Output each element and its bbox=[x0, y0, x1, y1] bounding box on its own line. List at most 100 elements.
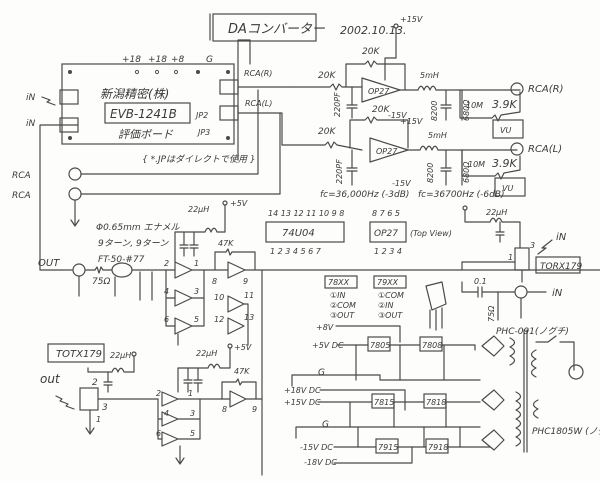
r-vminus: -15V bbox=[388, 111, 407, 120]
r-input-r: 20K bbox=[318, 71, 336, 81]
fc-note-l: fc=36700Hz (-6dB) bbox=[418, 190, 505, 200]
regulator-pinouts: 78XX ①IN ②COM ③OUT 79XX ①COM ②IN ③OUT bbox=[324, 275, 447, 331]
totx-pin-4: 4 bbox=[164, 409, 169, 418]
supply-18b: +18 bbox=[148, 55, 167, 65]
l-vu-r: 3.9K bbox=[492, 157, 517, 170]
ic-74u04-name: 74U04 bbox=[282, 228, 315, 239]
totx-name: TOTX179 bbox=[56, 349, 102, 360]
evb-model: EVB-1241B bbox=[110, 107, 177, 121]
r-vplus: +15V bbox=[400, 15, 423, 24]
coax-r: 75Ω bbox=[487, 305, 496, 322]
reg-7808-label: 7808 bbox=[422, 341, 442, 350]
out-jack-r bbox=[510, 82, 524, 96]
l-vu-series-r: 10M bbox=[468, 160, 485, 169]
inverter-3 bbox=[174, 317, 193, 335]
transformer-core bbox=[523, 329, 528, 453]
torx-pin3: 3 bbox=[530, 241, 535, 250]
in-label-2: iN bbox=[26, 119, 36, 129]
evb-subtitle: 評価ボード bbox=[118, 128, 174, 141]
ps-in-minus15vdc: -15V DC bbox=[300, 443, 333, 452]
reg-7815-label: 7815 bbox=[374, 398, 394, 407]
reg79-name: 79XX bbox=[377, 278, 399, 287]
output-stage-r: 20K 20K OP27 5mH +15V -15V 220PF 8200 68… bbox=[289, 15, 564, 139]
reg-7815 bbox=[371, 393, 395, 409]
ps-in-15vdc: +15V DC bbox=[284, 398, 321, 407]
rca-jack-1 bbox=[68, 167, 82, 181]
out-jack-r-label: RCA(R) bbox=[528, 84, 564, 95]
l-input-r: 20K bbox=[318, 127, 336, 137]
evb-in-jack-1 bbox=[59, 89, 79, 105]
reg-7818-label: 7818 bbox=[426, 398, 446, 407]
torx-in-label: iN bbox=[556, 232, 567, 243]
torx-name-box bbox=[535, 256, 581, 274]
reg79-pin3: ③OUT bbox=[378, 311, 403, 320]
vu-meter-l-label: VU bbox=[502, 184, 513, 193]
ic-op27-view: (Top View) bbox=[410, 229, 452, 238]
totx-pin-6: 6 bbox=[156, 429, 161, 438]
feedback-r-47k: 47K bbox=[218, 239, 234, 248]
l-cap: 220PF bbox=[335, 159, 344, 184]
r-c2: 8200 bbox=[430, 101, 439, 121]
to220-package-icon bbox=[425, 281, 447, 311]
reg78-name: 78XX bbox=[328, 278, 350, 287]
out-label: OUT bbox=[38, 258, 60, 269]
totx-pin3: 3 bbox=[102, 403, 108, 413]
totx-inverter-1 bbox=[161, 391, 179, 407]
supply-8: +8 bbox=[171, 55, 185, 65]
reg-7818 bbox=[423, 393, 447, 409]
reg79-pin1: ①COM bbox=[378, 291, 404, 300]
date-text: 2002.10.13. bbox=[340, 24, 406, 37]
coax-resistor: 75Ω bbox=[92, 277, 110, 287]
totx-inductor: 22μH bbox=[110, 351, 131, 360]
totx-section: TOTX179 22μH 2 3 1 out 2 1 4 3 6 5 22μH … bbox=[40, 343, 263, 465]
totx-inverter-4 bbox=[199, 390, 247, 408]
ic-op27-bottom-pins: 1 2 3 4 bbox=[374, 247, 402, 256]
supply-18a: +18 bbox=[122, 55, 141, 65]
output-stage-l: 20K 20K OP27 5mH +15V -15V 220PF 8200 68… bbox=[281, 105, 562, 200]
ic-op27-pinout: 8 7 6 5 OP27 (Top View) 1 2 3 4 bbox=[369, 209, 452, 256]
inverter-4 bbox=[214, 261, 246, 279]
transformer1-label: PHC-091(ノグチ) bbox=[496, 326, 569, 337]
r-feedback-r: 20K bbox=[362, 47, 380, 57]
totx-inductor2: 22μH bbox=[196, 349, 217, 358]
torx-name: TORX179 bbox=[540, 262, 582, 272]
torx-pin1: 1 bbox=[508, 253, 513, 262]
l-feedback-r: 20K bbox=[372, 105, 390, 115]
in-label-1: iN bbox=[26, 93, 36, 103]
ic-74u04: 14 13 12 11 10 9 8 74U04 1 2 3 4 5 6 7 bbox=[265, 209, 345, 256]
rca-jack-2 bbox=[68, 187, 82, 201]
opamp-r bbox=[361, 77, 401, 103]
totx-pin-1: 1 bbox=[188, 389, 193, 398]
evb-rca-r: RCA(R) bbox=[244, 69, 272, 78]
evb-out-jack-l bbox=[219, 105, 239, 121]
digital-out-section: OUT 75Ω Φ0.65mm エナメル 9ターン, 9ターン FT-50-#7… bbox=[38, 199, 600, 476]
coax-in-jack bbox=[514, 285, 528, 299]
l-c2: 8200 bbox=[426, 163, 435, 183]
pin-2: 2 bbox=[164, 259, 169, 268]
l-vplus: +15V bbox=[400, 117, 423, 126]
opamp-l-label: OP27 bbox=[376, 147, 398, 156]
title-block: DAコンバーター 2002.10.13. bbox=[209, 13, 406, 42]
title-frame bbox=[212, 13, 317, 42]
torx-section: 22μH 3 1 TORX179 iN 0.1 75Ω iN bbox=[461, 205, 582, 322]
bridge-rectifier-3 bbox=[481, 429, 505, 451]
opamp-r-label: OP27 bbox=[368, 87, 390, 96]
rca-label-1: RCA bbox=[12, 171, 31, 181]
torx-module bbox=[514, 247, 530, 271]
pin-3: 3 bbox=[194, 287, 199, 296]
transformer-note-1: Φ0.65mm エナメル bbox=[96, 223, 181, 233]
totx-module bbox=[79, 387, 99, 411]
inverter-1 bbox=[174, 261, 193, 279]
reg78-pin2: ②COM bbox=[330, 301, 356, 310]
reg-7918-label: 7918 bbox=[428, 443, 448, 452]
fc-note-r: fc=36,000Hz (-3dB) bbox=[320, 190, 409, 200]
r-vu-series-r: 10M bbox=[466, 101, 483, 110]
reg-7808 bbox=[419, 336, 443, 352]
r-inductor: 5mH bbox=[420, 71, 439, 80]
evb-model-box bbox=[104, 102, 191, 124]
totx-pin-5: 5 bbox=[190, 429, 195, 438]
reg78-pin1: ①IN bbox=[330, 291, 346, 300]
reg-7915 bbox=[375, 438, 399, 454]
l-inductor: 5mH bbox=[428, 131, 447, 140]
totx-vcc: +5V bbox=[234, 343, 252, 352]
